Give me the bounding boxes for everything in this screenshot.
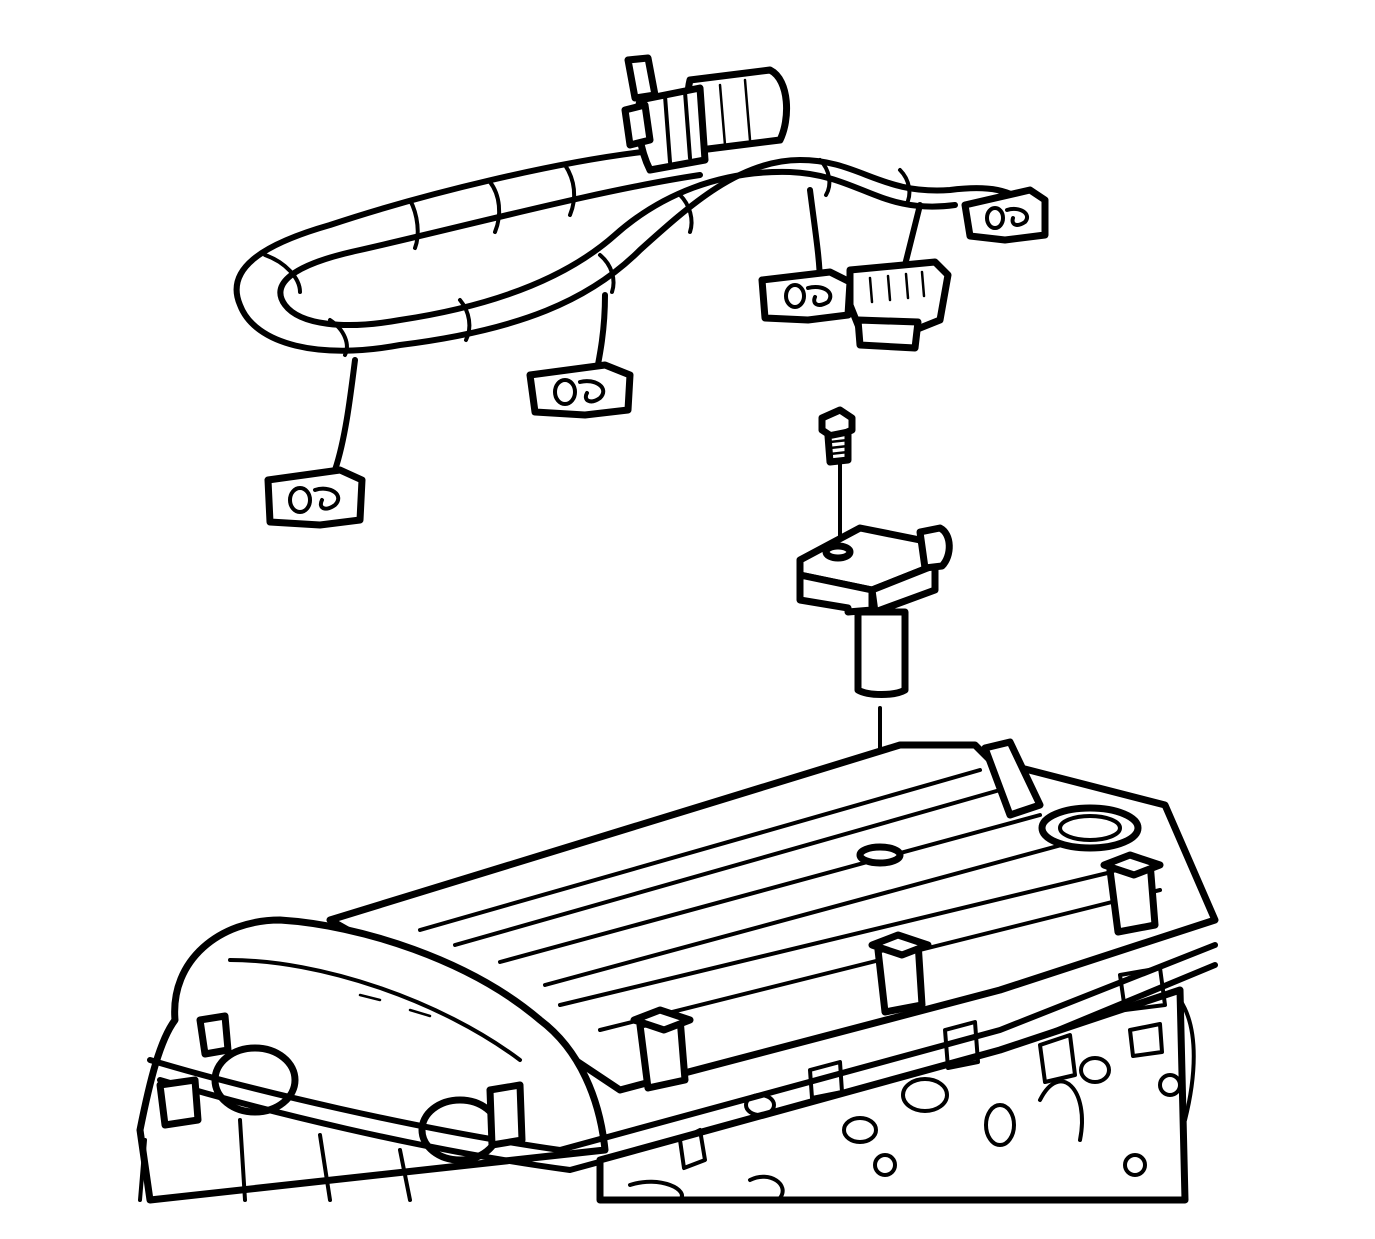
injector-connector-4 (961, 186, 1049, 244)
coil-tower-2 (868, 931, 932, 1016)
coil-tower-3 (1100, 851, 1164, 936)
camshaft-position-sensor (796, 524, 953, 698)
harness-loom-inner (277, 168, 958, 328)
harness-main-connector (621, 54, 791, 174)
coil-tower-1 (630, 1006, 694, 1092)
sensor-bore (856, 843, 904, 867)
coil-tower-4 (156, 1012, 526, 1149)
cam-cover-top (326, 741, 1219, 1094)
cylinder-head-lower (596, 986, 1189, 1204)
oil-filler-cap (1038, 804, 1142, 852)
engine-cylinder-head (136, 738, 1219, 1204)
harness-loom-outer (233, 147, 1033, 354)
oil-filler-neck (981, 738, 1044, 819)
wiring-harness (233, 54, 1049, 529)
sensor-harness-connector (846, 258, 952, 352)
injector-connector-1 (264, 466, 366, 529)
injector-connector-2 (526, 361, 634, 419)
sensor-bolt (818, 406, 856, 550)
injector-connector-3 (758, 268, 854, 324)
harness-tape-wraps (263, 158, 912, 357)
cylinder-head-details (628, 966, 1196, 1202)
